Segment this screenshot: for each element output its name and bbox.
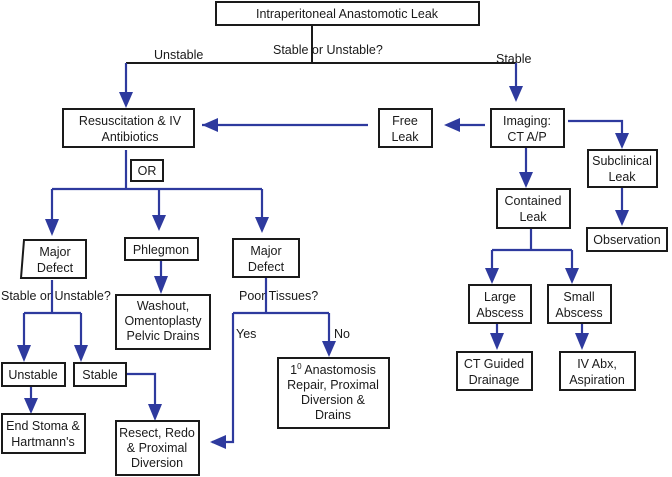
node-washout: Washout, Omentoplasty Pelvic Drains [115, 294, 211, 350]
node-end-stoma: End Stoma & Hartmann's [1, 413, 86, 454]
node-text-line: Small [563, 290, 594, 304]
arrow-down-icon [152, 215, 166, 231]
node-text-line: & Proximal [127, 441, 187, 455]
label-stable-or-unstable-top: Stable or Unstable? [273, 43, 383, 57]
node-text-line: Resect, Redo [119, 426, 195, 440]
node-text-line: Phlegmon [133, 243, 189, 257]
node-phlegmon: Phlegmon [124, 237, 199, 261]
node-observation: Observation [586, 227, 668, 252]
node-root: Intraperitoneal Anastomotic Leak [215, 1, 480, 26]
arrow-down-icon [45, 219, 59, 236]
label-stable-top: Stable [496, 52, 531, 66]
node-text-line: Resuscitation & IV [79, 114, 182, 128]
arrowheads [17, 86, 629, 449]
node-text-line: Abscess [555, 306, 602, 320]
node-text-line: Observation [593, 233, 660, 247]
node-text-line: Large [484, 290, 516, 304]
node-large-abscess: Large Abscess [468, 284, 532, 324]
node-text-line: CT Guided [464, 357, 524, 371]
arrow-down-icon [490, 333, 504, 350]
node-text-line: Pelvic Drains [127, 329, 200, 343]
node-text-line: IV Abx, [577, 357, 617, 371]
label-poor-tissues: Poor Tissues? [239, 289, 318, 303]
node-text-line: Major [39, 245, 70, 259]
node-resuscitation: Resuscitation & IV Antibiotics [62, 108, 195, 148]
node-text-line: Drainage [469, 373, 520, 387]
node-small-abscess: Small Abscess [547, 284, 612, 324]
node-ct-guided: CT Guided Drainage [456, 351, 533, 391]
edge-labels: Stable or Unstable? Unstable Stable Stab… [1, 43, 531, 341]
node-text-line: OR [138, 164, 157, 178]
node-major-defect-1: Major Defect [19, 239, 87, 279]
node-text-line: Major [250, 244, 281, 258]
arrow-down-icon [615, 210, 629, 226]
arrow-down-icon [615, 133, 629, 149]
node-unstable: Unstable [1, 362, 66, 387]
arrow-down-icon [519, 172, 533, 188]
node-text-line: Stable [82, 368, 117, 382]
node-text-line: Aspiration [569, 373, 625, 387]
arrow-down-icon [119, 92, 133, 108]
connectors [22, 25, 624, 444]
node-text-line: Defect [248, 260, 285, 274]
arrow-down-icon [154, 276, 168, 294]
node-text-line: End Stoma & [6, 419, 80, 433]
primary-prefix: 1 [290, 363, 297, 377]
arrow-down-icon [255, 217, 269, 233]
label-no: No [334, 327, 350, 341]
arrow-down-icon [509, 86, 523, 102]
node-text-line: Omentoplasty [124, 314, 202, 328]
node-free-leak: Free Leak [378, 108, 433, 148]
node-text-line: Washout, [137, 299, 189, 313]
node-text-line: Hartmann's [11, 435, 75, 449]
arrow-left-icon [210, 435, 226, 449]
node-text-line: Free [392, 114, 418, 128]
connector-yes-resect [212, 313, 235, 444]
node-text-line: Leak [519, 210, 547, 224]
arrow-left-icon [202, 118, 218, 132]
primary-line: Anastomosis [302, 363, 376, 377]
node-text-line: Imaging: [503, 114, 551, 128]
node-text-line: Leak [391, 130, 419, 144]
arrow-down-icon [485, 268, 499, 284]
node-contained: Contained Leak [496, 188, 571, 229]
node-stable: Stable [73, 362, 127, 387]
node-text-line: Diversion [131, 456, 183, 470]
arrow-down-icon [74, 345, 88, 362]
node-text-line: Contained [505, 194, 562, 208]
node-primary-anastomosis: 10 Anastomosis Repair, Proximal Diversio… [277, 357, 390, 429]
arrow-down-icon [24, 398, 38, 414]
node-text-line: Leak [608, 170, 636, 184]
connector-stable-resect [126, 372, 157, 414]
node-text-line: Unstable [8, 368, 57, 382]
label-stable-or-unstable-left: Stable or Unstable? [1, 289, 111, 303]
node-text-line: Diversion & [301, 393, 366, 407]
node-resect: Resect, Redo & Proximal Diversion [115, 420, 200, 476]
label-unstable-top: Unstable [154, 48, 203, 62]
node-subclinical: Subclinical Leak [587, 149, 658, 188]
node-root-text: Intraperitoneal Anastomotic Leak [256, 7, 439, 21]
arrow-down-icon [575, 333, 589, 350]
node-text-line: Antibiotics [102, 130, 159, 144]
node-text-line: Abscess [476, 306, 523, 320]
node-text-line: Subclinical [592, 154, 652, 168]
arrow-down-icon [565, 268, 579, 284]
node-imaging: Imaging: CT A/P [490, 108, 565, 148]
node-text-line: Drains [315, 408, 351, 422]
connector-imaging-subclinical [568, 119, 624, 142]
node-text-line: Repair, Proximal [287, 378, 379, 392]
node-or: OR [130, 159, 164, 182]
node-text-line: Defect [37, 261, 74, 275]
primary-superscript: 0 [297, 362, 302, 371]
arrow-left-icon [444, 118, 460, 132]
node-text-line: 10 Anastomosis [290, 362, 376, 377]
arrow-down-icon [148, 404, 162, 421]
node-iv-abx: IV Abx, Aspiration [559, 351, 636, 391]
arrow-down-icon [322, 341, 336, 357]
node-text-line: CT A/P [507, 130, 546, 144]
arrow-down-icon [17, 345, 31, 362]
node-major-defect-2: Major Defect [232, 238, 300, 278]
label-yes: Yes [236, 327, 256, 341]
